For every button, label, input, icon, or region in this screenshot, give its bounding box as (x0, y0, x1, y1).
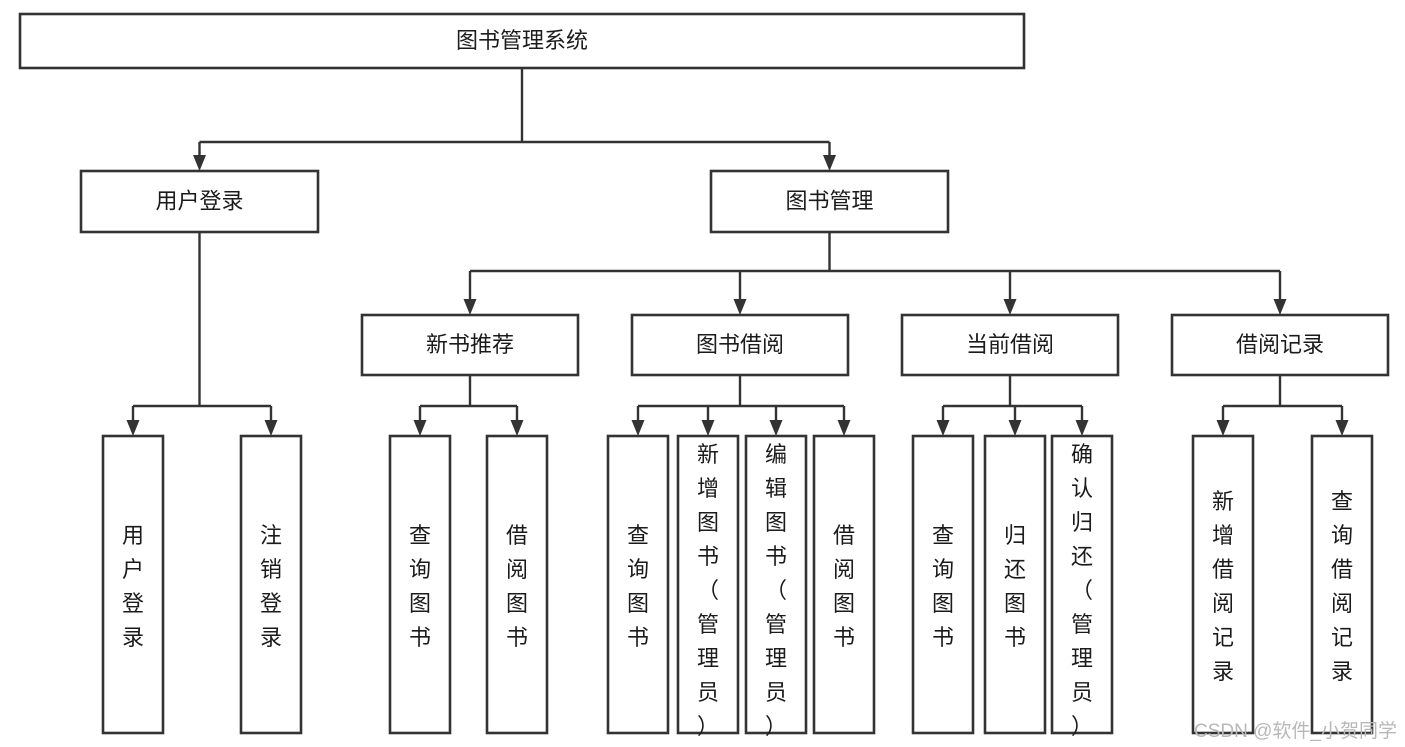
arrow-head-icon (1335, 420, 1349, 436)
arrow-head-icon (1216, 420, 1230, 436)
node-box-book-borrow[interactable] (630, 313, 850, 377)
arrow-head-icon (701, 420, 715, 436)
arrow-head-icon (837, 420, 851, 436)
node-leaf-edit-book-admin[interactable]: 编辑图书（管理员） (744, 434, 808, 739)
node-label-leaf-borrow-book-2: 借阅图书 (833, 523, 855, 650)
node-label-book-borrow: 图书借阅 (696, 332, 784, 357)
node-box-leaf-user-login[interactable] (101, 434, 165, 735)
arrow-head-icon (264, 420, 278, 436)
node-label-leaf-return-book: 归还图书 (1004, 523, 1026, 650)
arrow-head-icon (1075, 420, 1089, 436)
node-label-borrow-record: 借阅记录 (1236, 332, 1324, 357)
arrow-head-icon (769, 420, 783, 436)
node-box-root[interactable] (18, 12, 1026, 70)
node-box-leaf-edit-book-admin[interactable] (744, 434, 808, 735)
arrow-head-icon (631, 420, 645, 436)
arrow-head-icon (936, 420, 950, 436)
node-user-login[interactable]: 用户登录 (79, 169, 320, 234)
node-leaf-confirm-return-admin[interactable]: 确认归还（管理员） (1050, 434, 1114, 739)
node-new-book-recommend[interactable]: 新书推荐 (360, 313, 580, 377)
node-label-leaf-logout: 注销登录 (260, 523, 282, 650)
node-label-book-manage: 图书管理 (785, 188, 873, 213)
arrow-head-icon (1003, 299, 1017, 315)
node-leaf-return-book[interactable]: 归还图书 (983, 434, 1047, 735)
node-box-leaf-query-book-2[interactable] (606, 434, 670, 735)
node-label-leaf-add-book-admin: 新增图书（管理员） (697, 442, 719, 739)
node-label-leaf-query-borrow-record: 查询借阅记录 (1331, 489, 1353, 684)
arrow-head-icon (413, 420, 427, 436)
arrow-head-icon (1273, 299, 1287, 315)
node-label-current-borrow: 当前借阅 (966, 332, 1054, 357)
node-box-leaf-borrow-book-2[interactable] (812, 434, 876, 735)
node-box-leaf-logout[interactable] (239, 434, 303, 735)
node-leaf-borrow-book-1[interactable]: 借阅图书 (485, 434, 549, 735)
node-label-root: 图书管理系统 (456, 28, 588, 53)
node-label-leaf-borrow-book-1: 借阅图书 (506, 523, 528, 650)
node-label-leaf-query-book-3: 查询图书 (932, 523, 954, 650)
node-label-new-book-recommend: 新书推荐 (426, 332, 514, 357)
node-book-manage[interactable]: 图书管理 (709, 169, 950, 234)
node-leaf-query-book-1[interactable]: 查询图书 (388, 434, 452, 735)
arrow-head-icon (463, 299, 477, 315)
node-leaf-query-borrow-record[interactable]: 查询借阅记录 (1310, 434, 1374, 735)
node-leaf-logout[interactable]: 注销登录 (239, 434, 303, 735)
node-book-borrow[interactable]: 图书借阅 (630, 313, 850, 377)
node-label-user-login: 用户登录 (155, 188, 243, 213)
node-box-current-borrow[interactable] (900, 313, 1120, 377)
node-borrow-record[interactable]: 借阅记录 (1170, 313, 1390, 377)
arrow-head-icon (193, 155, 206, 171)
node-box-leaf-query-borrow-record[interactable] (1310, 434, 1374, 735)
arrow-head-icon (126, 420, 140, 436)
connectors-layer (126, 68, 1349, 436)
node-box-leaf-confirm-return-admin[interactable] (1050, 434, 1114, 735)
node-box-leaf-query-book-3[interactable] (911, 434, 975, 735)
node-leaf-borrow-book-2[interactable]: 借阅图书 (812, 434, 876, 735)
node-label-leaf-user-login: 用户登录 (122, 523, 144, 650)
node-box-leaf-query-book-1[interactable] (388, 434, 452, 735)
node-box-leaf-return-book[interactable] (983, 434, 1047, 735)
node-leaf-query-book-3[interactable]: 查询图书 (911, 434, 975, 735)
node-box-borrow-record[interactable] (1170, 313, 1390, 377)
csdn-watermark: CSDN @软件_小贺同学 (1194, 721, 1397, 742)
node-box-book-manage[interactable] (709, 169, 950, 234)
node-box-leaf-add-borrow-record[interactable] (1191, 434, 1255, 735)
node-leaf-add-book-admin[interactable]: 新增图书（管理员） (676, 434, 740, 739)
node-leaf-add-borrow-record[interactable]: 新增借阅记录 (1191, 434, 1255, 735)
nodes-layer: 图书管理系统用户登录图书管理新书推荐图书借阅当前借阅借阅记录用户登录注销登录查询… (18, 12, 1390, 739)
node-box-user-login[interactable] (79, 169, 320, 234)
arrow-head-icon (1008, 420, 1022, 436)
node-box-new-book-recommend[interactable] (360, 313, 580, 377)
node-label-leaf-add-borrow-record: 新增借阅记录 (1212, 489, 1234, 684)
node-current-borrow[interactable]: 当前借阅 (900, 313, 1120, 377)
node-box-leaf-add-book-admin[interactable] (676, 434, 740, 735)
node-label-leaf-edit-book-admin: 编辑图书（管理员） (765, 442, 787, 739)
node-leaf-query-book-2[interactable]: 查询图书 (606, 434, 670, 735)
arrow-head-icon (823, 155, 836, 171)
node-box-leaf-borrow-book-1[interactable] (485, 434, 549, 735)
node-label-leaf-query-book-1: 查询图书 (409, 523, 431, 650)
node-label-leaf-query-book-2: 查询图书 (627, 523, 649, 650)
arrow-head-icon (733, 299, 747, 315)
node-leaf-user-login[interactable]: 用户登录 (101, 434, 165, 735)
node-root[interactable]: 图书管理系统 (18, 12, 1026, 70)
node-label-leaf-confirm-return-admin: 确认归还（管理员） (1071, 442, 1093, 739)
arrow-head-icon (510, 420, 524, 436)
